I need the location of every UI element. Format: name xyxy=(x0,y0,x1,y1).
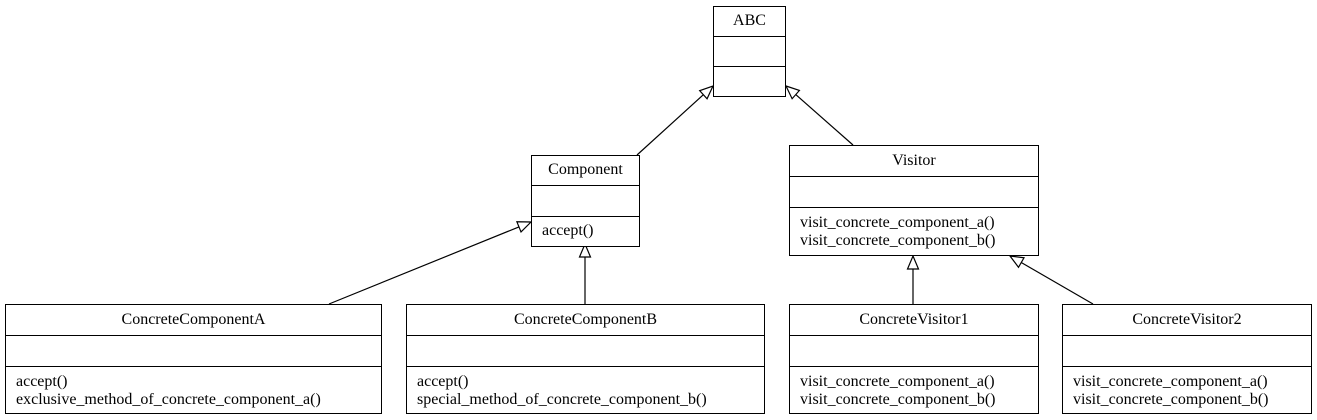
class-attributes xyxy=(6,336,381,367)
method-visit-concrete-component-a: visit_concrete_component_a() xyxy=(1073,373,1268,390)
class-name: Component xyxy=(532,156,639,186)
inheritance-edge-concrete_component_b-to-component xyxy=(578,242,592,304)
method-accept: accept() xyxy=(16,373,68,390)
class-methods: accept() xyxy=(532,217,639,240)
method-accept: accept() xyxy=(417,373,469,390)
class-concrete-component-b: ConcreteComponentB accept() special_meth… xyxy=(406,304,765,414)
class-attributes xyxy=(790,336,1038,367)
edge-line xyxy=(795,94,854,146)
method-special: special_method_of_concrete_component_b() xyxy=(417,391,707,408)
class-concrete-visitor-2: ConcreteVisitor2 visit_concrete_componen… xyxy=(1062,304,1312,414)
class-name: ConcreteVisitor2 xyxy=(1063,305,1311,336)
class-name: ConcreteVisitor1 xyxy=(790,305,1038,336)
class-methods: visit_concrete_component_a() visit_concr… xyxy=(1063,367,1311,409)
inheritance-arrowhead xyxy=(578,242,592,258)
method-visit-concrete-component-b: visit_concrete_component_b() xyxy=(800,391,996,408)
class-methods: visit_concrete_component_a() visit_concr… xyxy=(790,367,1038,409)
method-visit-concrete-component-b: visit_concrete_component_b() xyxy=(800,232,996,249)
inheritance-arrowhead xyxy=(698,84,715,100)
class-abc: ABC xyxy=(713,6,786,97)
class-concrete-component-a: ConcreteComponentA accept() exclusive_me… xyxy=(5,304,382,414)
class-attributes xyxy=(1063,336,1311,367)
inheritance-edge-concrete_visitor_1-to-visitor xyxy=(906,254,920,304)
class-methods: accept() exclusive_method_of_concrete_co… xyxy=(6,367,381,409)
class-name: ConcreteComponentA xyxy=(6,305,381,336)
inheritance-arrowhead xyxy=(784,84,801,100)
class-name: ABC xyxy=(714,7,785,37)
class-attributes xyxy=(532,186,639,217)
inheritance-arrowhead xyxy=(1008,255,1025,269)
method-accept: accept() xyxy=(542,222,594,239)
method-visit-concrete-component-a: visit_concrete_component_a() xyxy=(800,373,995,390)
inheritance-edge-concrete_component_a-to-component xyxy=(328,221,533,305)
method-visit-concrete-component-b: visit_concrete_component_b() xyxy=(1073,391,1269,408)
class-attributes xyxy=(714,37,785,67)
method-visit-concrete-component-a: visit_concrete_component_a() xyxy=(800,214,995,231)
class-name: Visitor xyxy=(790,146,1038,177)
inheritance-edge-component-to-abc xyxy=(636,84,715,156)
method-exclusive: exclusive_method_of_concrete_component_a… xyxy=(16,391,321,408)
class-methods: visit_concrete_component_a() visit_concr… xyxy=(790,208,1038,250)
class-attributes xyxy=(407,336,764,367)
class-visitor: Visitor visit_concrete_component_a() vis… xyxy=(789,145,1039,256)
inheritance-arrowhead xyxy=(906,254,920,270)
class-name: ConcreteComponentB xyxy=(407,305,764,336)
class-methods: accept() special_method_of_concrete_comp… xyxy=(407,367,764,409)
inheritance-arrowhead xyxy=(515,221,533,234)
edge-line xyxy=(636,94,704,156)
edge-line xyxy=(1020,261,1094,305)
class-concrete-visitor-1: ConcreteVisitor1 visit_concrete_componen… xyxy=(789,304,1039,414)
inheritance-edge-concrete_visitor_2-to-visitor xyxy=(1008,255,1094,305)
edge-line xyxy=(328,226,520,305)
class-attributes xyxy=(790,177,1038,208)
inheritance-edge-visitor-to-abc xyxy=(784,84,854,146)
class-component: Component accept() xyxy=(531,155,640,247)
